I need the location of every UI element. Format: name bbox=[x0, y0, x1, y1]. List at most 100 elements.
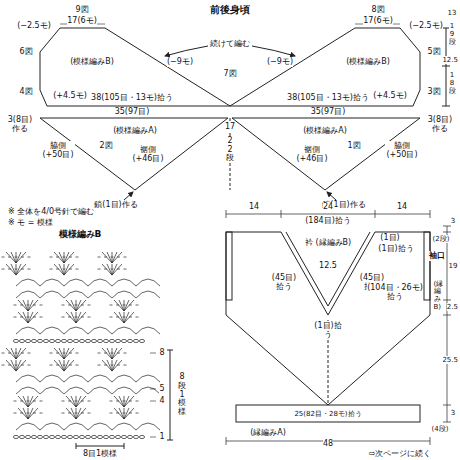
stitch-symbol bbox=[59, 264, 64, 275]
stitch-symbol bbox=[2, 257, 5, 258]
dimension-label: (4段) bbox=[432, 425, 449, 433]
stitch-symbol bbox=[133, 435, 138, 438]
stitch-symbol bbox=[124, 396, 129, 407]
stitch-symbol bbox=[6, 348, 16, 359]
stitch-symbol bbox=[40, 305, 43, 306]
stitch-symbol bbox=[75, 401, 78, 402]
stitch-symbol bbox=[31, 435, 36, 438]
dimension-label: 2.5 bbox=[447, 303, 458, 311]
stitch-symbol bbox=[25, 339, 30, 342]
stitch-symbol bbox=[112, 348, 122, 359]
stitch-symbol bbox=[16, 252, 17, 263]
stitch-symbol bbox=[64, 348, 74, 359]
start-arrow bbox=[124, 192, 133, 200]
lower-left-piece bbox=[40, 118, 228, 190]
stitch-symbol bbox=[124, 312, 125, 323]
stitch-symbol bbox=[112, 252, 122, 263]
stitch-symbol bbox=[98, 269, 101, 270]
stitch-symbol bbox=[76, 365, 79, 366]
stitch-symbol bbox=[68, 305, 71, 306]
dimension-label: (1目) bbox=[380, 233, 399, 242]
dimension-label: 35(97目) bbox=[115, 107, 150, 116]
stitch-symbol bbox=[15, 269, 18, 270]
stitch-symbol bbox=[20, 401, 23, 402]
dimension-label: (−2.5モ) bbox=[409, 21, 443, 30]
stitch-symbol bbox=[76, 312, 86, 323]
dimension-label: 8 bbox=[159, 348, 164, 357]
stitch-symbol bbox=[28, 396, 33, 407]
stitch-symbol bbox=[111, 365, 114, 366]
stitch-symbol bbox=[62, 317, 65, 318]
dimension-label: 13 bbox=[448, 9, 457, 17]
stitch-symbol bbox=[40, 327, 64, 334]
dimension-label: 袖口 bbox=[429, 251, 445, 260]
dimension-label: 3図 bbox=[427, 87, 440, 96]
stitch-symbol bbox=[127, 339, 132, 342]
stitch-symbol bbox=[88, 291, 112, 298]
stitch-symbol bbox=[123, 413, 126, 414]
stitch-symbol bbox=[112, 348, 117, 359]
stitch-symbol bbox=[107, 252, 112, 263]
stitch-symbol bbox=[50, 269, 53, 270]
stitch-symbol bbox=[88, 305, 91, 306]
stitch-symbol bbox=[23, 408, 28, 419]
stitch-symbol bbox=[14, 413, 17, 414]
stitch-symbol bbox=[68, 413, 71, 414]
stitch-symbol bbox=[116, 401, 119, 402]
dimension-label: 25(82目・28モ)拾う bbox=[294, 410, 361, 418]
stitch-symbol bbox=[55, 435, 60, 438]
stitch-symbol bbox=[76, 312, 77, 323]
stitch-symbol bbox=[20, 305, 23, 306]
stitch-symbol bbox=[124, 300, 134, 311]
repeat-bracket bbox=[76, 443, 124, 449]
stitch-symbol bbox=[127, 435, 132, 438]
dimension-label: 19 bbox=[449, 262, 458, 270]
dimension-label: 模様編みB bbox=[59, 229, 102, 239]
stitch-symbol bbox=[64, 360, 74, 371]
stitch-symbol bbox=[124, 269, 127, 270]
stitch-symbol bbox=[112, 264, 113, 275]
lower-right-piece bbox=[232, 118, 420, 190]
stitch-symbol bbox=[28, 257, 31, 258]
stitch-symbol bbox=[16, 348, 21, 359]
stitch-symbol bbox=[123, 305, 126, 306]
stitch-symbol bbox=[88, 327, 112, 334]
stitch-symbol bbox=[112, 423, 136, 430]
dimension-label: (2段) bbox=[433, 235, 450, 243]
dimension-label: 裾側 (+46目) bbox=[295, 145, 329, 163]
stitch-symbol bbox=[11, 348, 16, 359]
dimension-label: 24 bbox=[323, 202, 333, 211]
stitch-symbol bbox=[76, 353, 79, 354]
stitch-symbol bbox=[64, 252, 65, 263]
stitch-symbol bbox=[123, 317, 126, 318]
stitch-symbol bbox=[136, 291, 160, 298]
dimension-label: 9図 bbox=[75, 5, 88, 14]
stitch-symbol bbox=[16, 360, 26, 371]
dimension-label: (45目)拾う bbox=[269, 273, 299, 291]
stitch-symbol bbox=[124, 365, 127, 366]
stitch-symbol bbox=[76, 300, 77, 311]
stitch-symbol bbox=[2, 365, 5, 366]
stitch-symbol bbox=[16, 252, 26, 263]
stitch-symbol bbox=[68, 401, 71, 402]
dimension-label: 続けて編む bbox=[210, 39, 250, 48]
dimension-label: (縁編みB) bbox=[434, 281, 441, 312]
stitch-symbol bbox=[102, 348, 112, 359]
stitch-symbol bbox=[114, 396, 124, 407]
stitch-symbol bbox=[27, 317, 30, 318]
stitch-symbol bbox=[28, 312, 33, 323]
dimension-label: ※ 全体を4/0号針で編む bbox=[8, 207, 94, 216]
dimension-label: 8段1模様 bbox=[178, 373, 186, 417]
stitch-symbol bbox=[71, 312, 76, 323]
stitch-symbol bbox=[124, 408, 125, 419]
stitch-symbol bbox=[64, 279, 88, 286]
stitch-symbol bbox=[111, 269, 114, 270]
stitch-symbol bbox=[98, 365, 101, 366]
stitch-symbol bbox=[76, 300, 81, 311]
dimension-label: 鎖(1目)作る bbox=[94, 200, 137, 209]
stitch-symbol bbox=[64, 264, 74, 275]
stitch-symbol bbox=[112, 279, 136, 286]
dimension-label: 4 bbox=[159, 396, 164, 405]
body-outline bbox=[226, 232, 430, 405]
stitch-symbol bbox=[20, 413, 23, 414]
